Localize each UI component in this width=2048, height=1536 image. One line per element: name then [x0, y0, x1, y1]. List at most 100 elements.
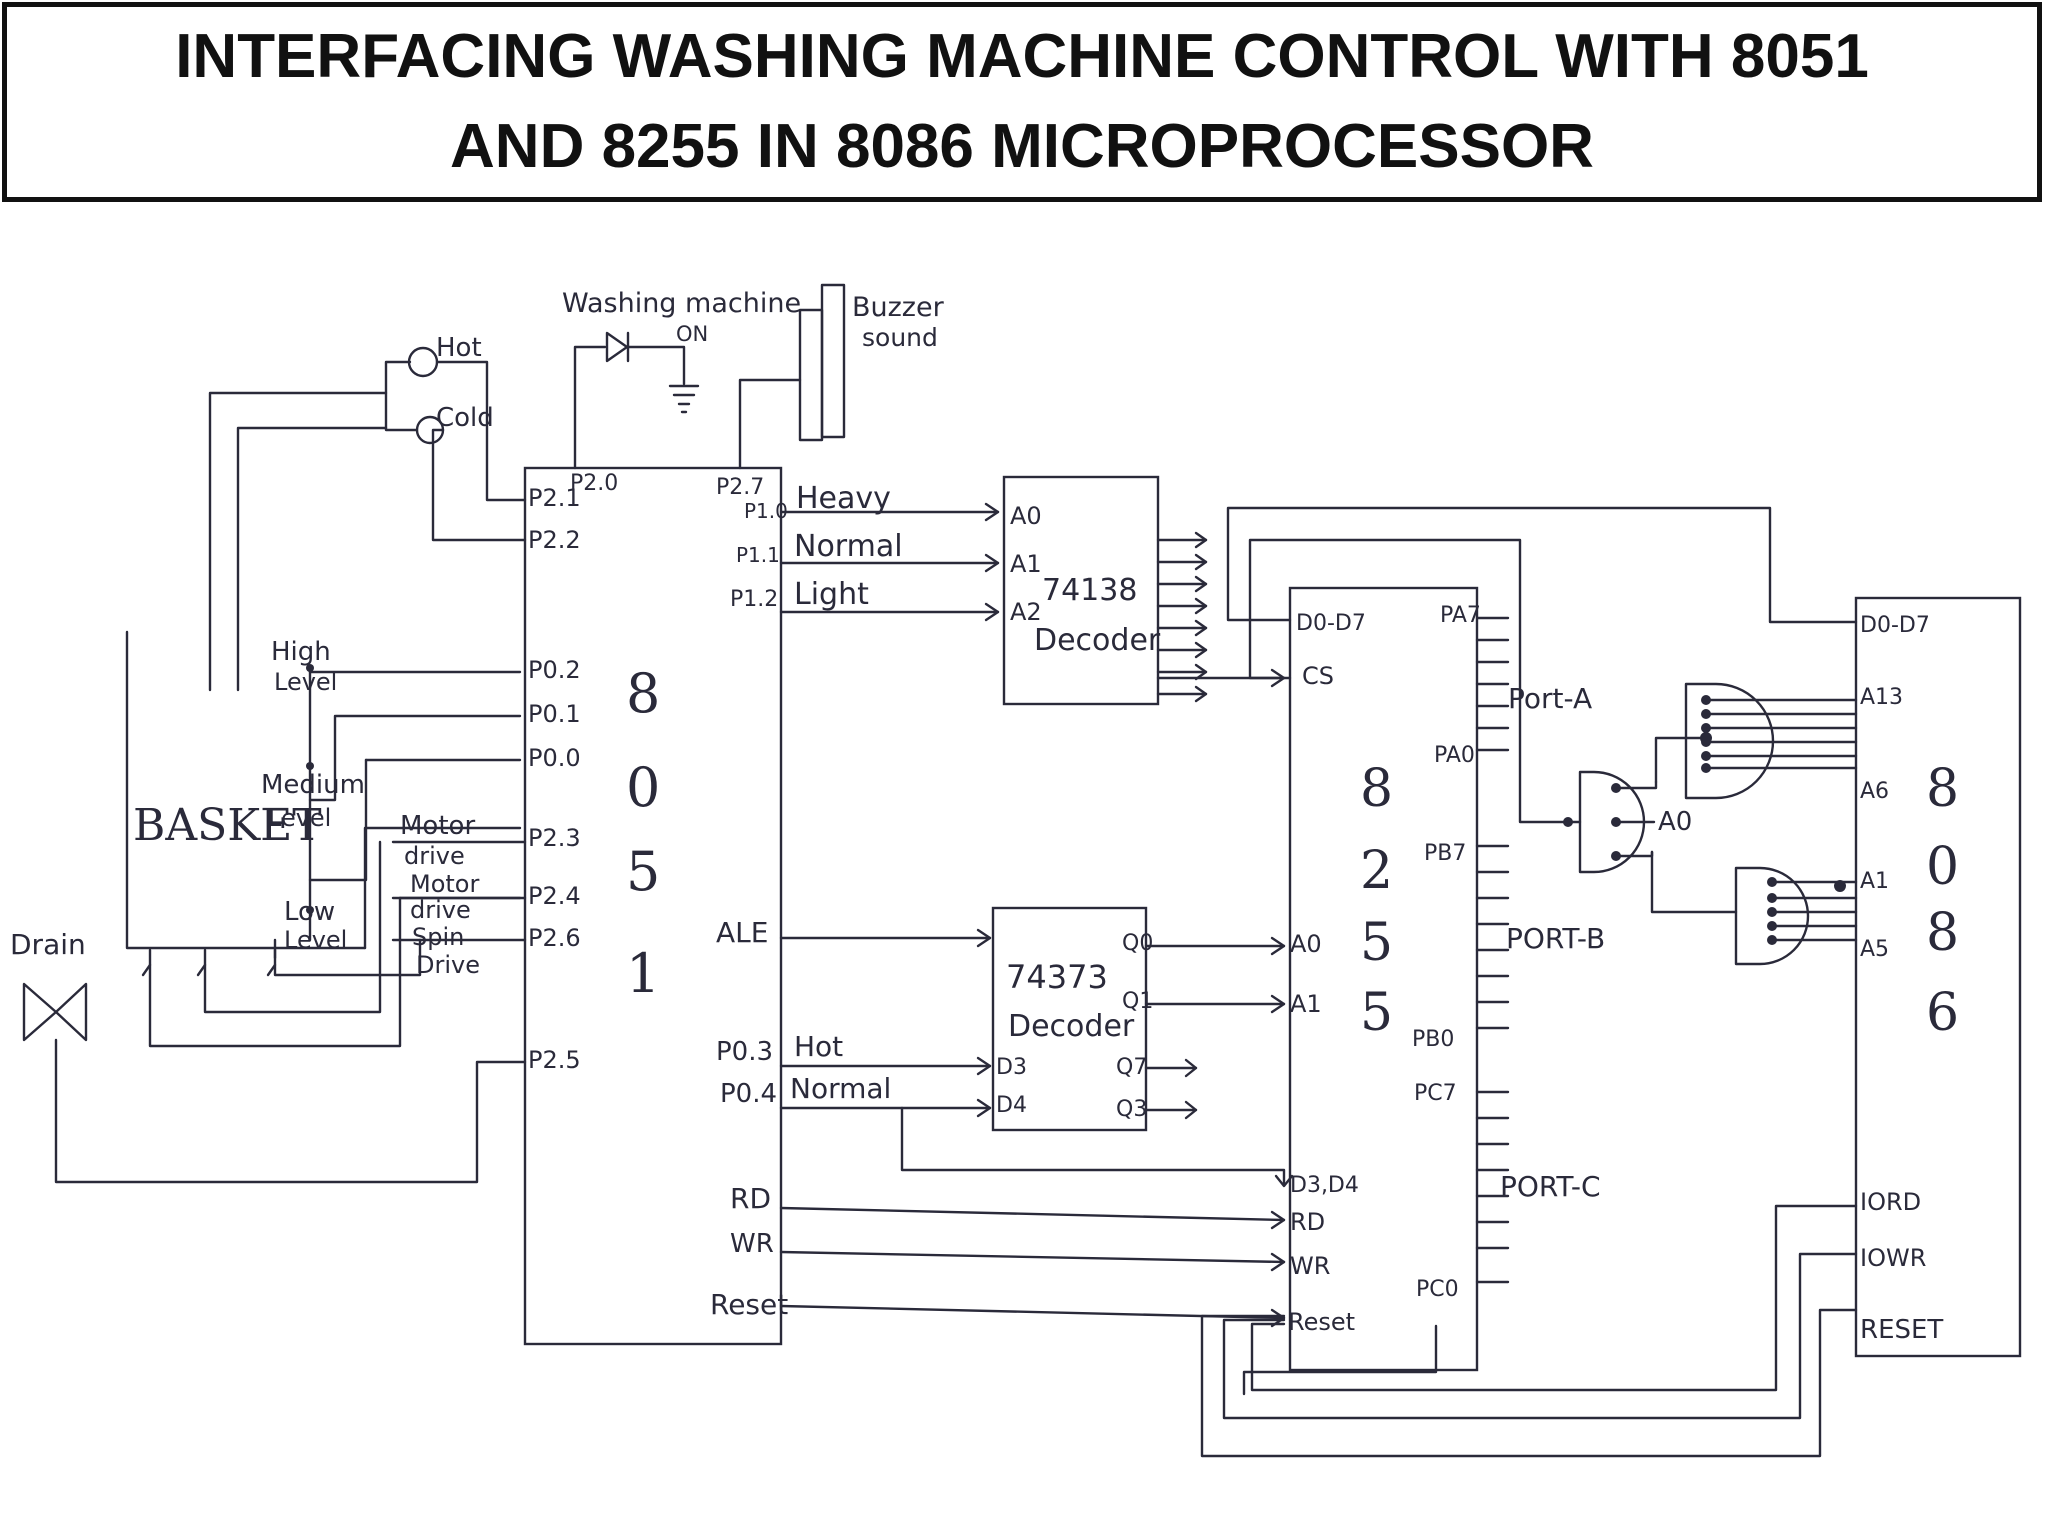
data-bus-wires: [1200, 506, 1858, 1458]
pin-8255-reset: Reset: [1288, 1308, 1355, 1336]
pin-8051-p24: P2.4: [528, 882, 581, 910]
pin-8051-p25: P2.5: [528, 1046, 581, 1074]
chip-74138-outline: [1002, 475, 1160, 706]
pin-74138-a2: A2: [1010, 598, 1042, 626]
motor-drive-1-label: Motor: [400, 811, 475, 841]
pin-8255-wr: WR: [1290, 1252, 1330, 1280]
pin-8051-p04: P0.4: [720, 1079, 777, 1109]
normal-label: Normal: [794, 529, 903, 564]
pin-8086-a6: A6: [1860, 779, 1889, 804]
pin-8051-ale: ALE: [716, 916, 768, 949]
pin-8255-pa0: PA0: [1434, 743, 1475, 768]
spin-drive-label: Spin: [412, 923, 464, 951]
motor-drive-2-label-2: drive: [410, 896, 471, 924]
pin-8086-a5: A5: [1860, 937, 1889, 962]
pin-8255-pb7: PB7: [1424, 841, 1466, 866]
pin-8051-p03: P0.3: [716, 1037, 773, 1067]
chip-8255-name-4: 5: [1360, 983, 1393, 1043]
pin-8051-p12: P1.2: [730, 587, 778, 612]
pin-8051-p23: P2.3: [528, 824, 581, 852]
pin-74138-a1: A1: [1010, 550, 1042, 578]
buzzer: [738, 283, 846, 470]
title-banner: INTERFACING WASHING MACHINE CONTROL WITH…: [2, 2, 2042, 202]
chip-8051-name-3: 5: [626, 840, 660, 903]
pin-74373-q3: Q3: [1116, 1097, 1147, 1122]
chip-8086-name-2: 0: [1926, 837, 1959, 897]
pin-74373-q0: Q0: [1122, 931, 1153, 956]
hot-input-label: Hot: [794, 1030, 843, 1063]
light-label: Light: [794, 577, 869, 612]
chip-8255-name-2: 2: [1360, 841, 1393, 901]
pin-8086-a1: A1: [1860, 869, 1889, 894]
low-level-label: Low: [284, 897, 335, 927]
pin-8086-d0d7: D0-D7: [1860, 613, 1930, 638]
pin-8051-p02: P0.2: [528, 656, 581, 684]
pin-8051-p26: P2.6: [528, 924, 581, 952]
motor-drive-wires: [141, 840, 527, 1048]
normal-input-label: Normal: [790, 1072, 891, 1105]
pin-8051-p21: P2.1: [528, 484, 581, 512]
pin-8255-pc7: PC7: [1414, 1081, 1457, 1106]
port-a-label: Port-A: [1508, 682, 1592, 715]
buzzer-sound-label: sound: [862, 323, 938, 352]
chip-8086-outline: [1854, 596, 2022, 1358]
pin-8086-reset: RESET: [1860, 1315, 1943, 1345]
pin-8051-reset: Reset: [710, 1288, 788, 1321]
title-line-2: AND 8255 IN 8086 MICROPROCESSOR: [450, 112, 1594, 181]
chip-8086-name-1: 8: [1926, 759, 1959, 819]
chip-74373-outline: [991, 906, 1148, 1132]
pin-8255-d3d4: D3,D4: [1290, 1173, 1359, 1198]
port-b-label: PORT-B: [1506, 922, 1605, 955]
pin-8051-p00: P0.0: [528, 744, 581, 772]
high-level-label: High: [271, 637, 331, 667]
pin-74373-q1: Q1: [1122, 989, 1153, 1014]
pin-8086-iowr: IOWR: [1860, 1244, 1926, 1272]
wash-select-wires: [779, 502, 1000, 622]
pin-8051-p01: P0.1: [528, 700, 581, 728]
medium-level-label: Medium: [261, 770, 365, 800]
pin-8051-p27: P2.7: [716, 475, 764, 500]
pin-8255-a0: A0: [1290, 930, 1322, 958]
medium-level-label-2: Level: [268, 804, 331, 832]
pin-8051-p20: P2.0: [570, 471, 618, 496]
washing-machine-led: [573, 331, 700, 470]
level-sensors: [273, 664, 522, 960]
pin-8051-wr: WR: [730, 1229, 774, 1259]
hot-label: Hot: [436, 333, 482, 363]
chip-74373-name: 74373: [1006, 958, 1108, 996]
ale-and-data-wires: [779, 928, 1294, 1188]
chip-8051-name-1: 8: [626, 662, 660, 725]
pin-74373-q7: Q7: [1116, 1055, 1147, 1080]
chip-8051-name-2: 0: [626, 756, 660, 819]
gate-a0-label: A0: [1658, 807, 1692, 837]
heavy-label: Heavy: [796, 481, 891, 516]
pin-8051-p22: P2.2: [528, 526, 581, 554]
chip-8086-name-4: 6: [1926, 983, 1959, 1043]
pin-8255-cs: CS: [1302, 662, 1334, 690]
port-c-label: PORT-C: [1500, 1170, 1601, 1203]
basket-label: BASKET: [133, 800, 322, 851]
chip-8255-outline: [1288, 586, 1479, 1372]
and-gate-top: [1654, 682, 1858, 800]
title-line-1: INTERFACING WASHING MACHINE CONTROL WITH…: [175, 22, 1869, 91]
chip-74373-subname: Decoder: [1008, 1009, 1135, 1044]
pin-8255-pc0: PC0: [1416, 1277, 1459, 1302]
pin-8255-pb0: PB0: [1412, 1027, 1454, 1052]
chip-8051-name-4: 1: [626, 942, 660, 1005]
buzzer-label: Buzzer: [852, 292, 945, 323]
spin-drive-label-2: Drive: [416, 951, 480, 979]
washing-machine-on-label: ON: [676, 322, 708, 346]
pin-8086-iord: IORD: [1860, 1188, 1921, 1216]
chip-74138-name: 74138: [1042, 573, 1137, 608]
motor-drive-1-label-2: drive: [404, 842, 465, 870]
chip-74138-subname: Decoder: [1034, 623, 1161, 658]
drain-label: Drain: [10, 928, 86, 961]
decoder-74373-outputs: [1144, 936, 1286, 1120]
pin-8255-rd: RD: [1290, 1208, 1325, 1236]
pin-8086-a13: A13: [1860, 685, 1903, 710]
decoder-74138-outputs: [1156, 531, 1286, 703]
high-level-label-2: Level: [274, 668, 337, 696]
and-gate-bottom: [1650, 850, 1858, 966]
pin-8255-d0d7: D0-D7: [1296, 611, 1366, 636]
